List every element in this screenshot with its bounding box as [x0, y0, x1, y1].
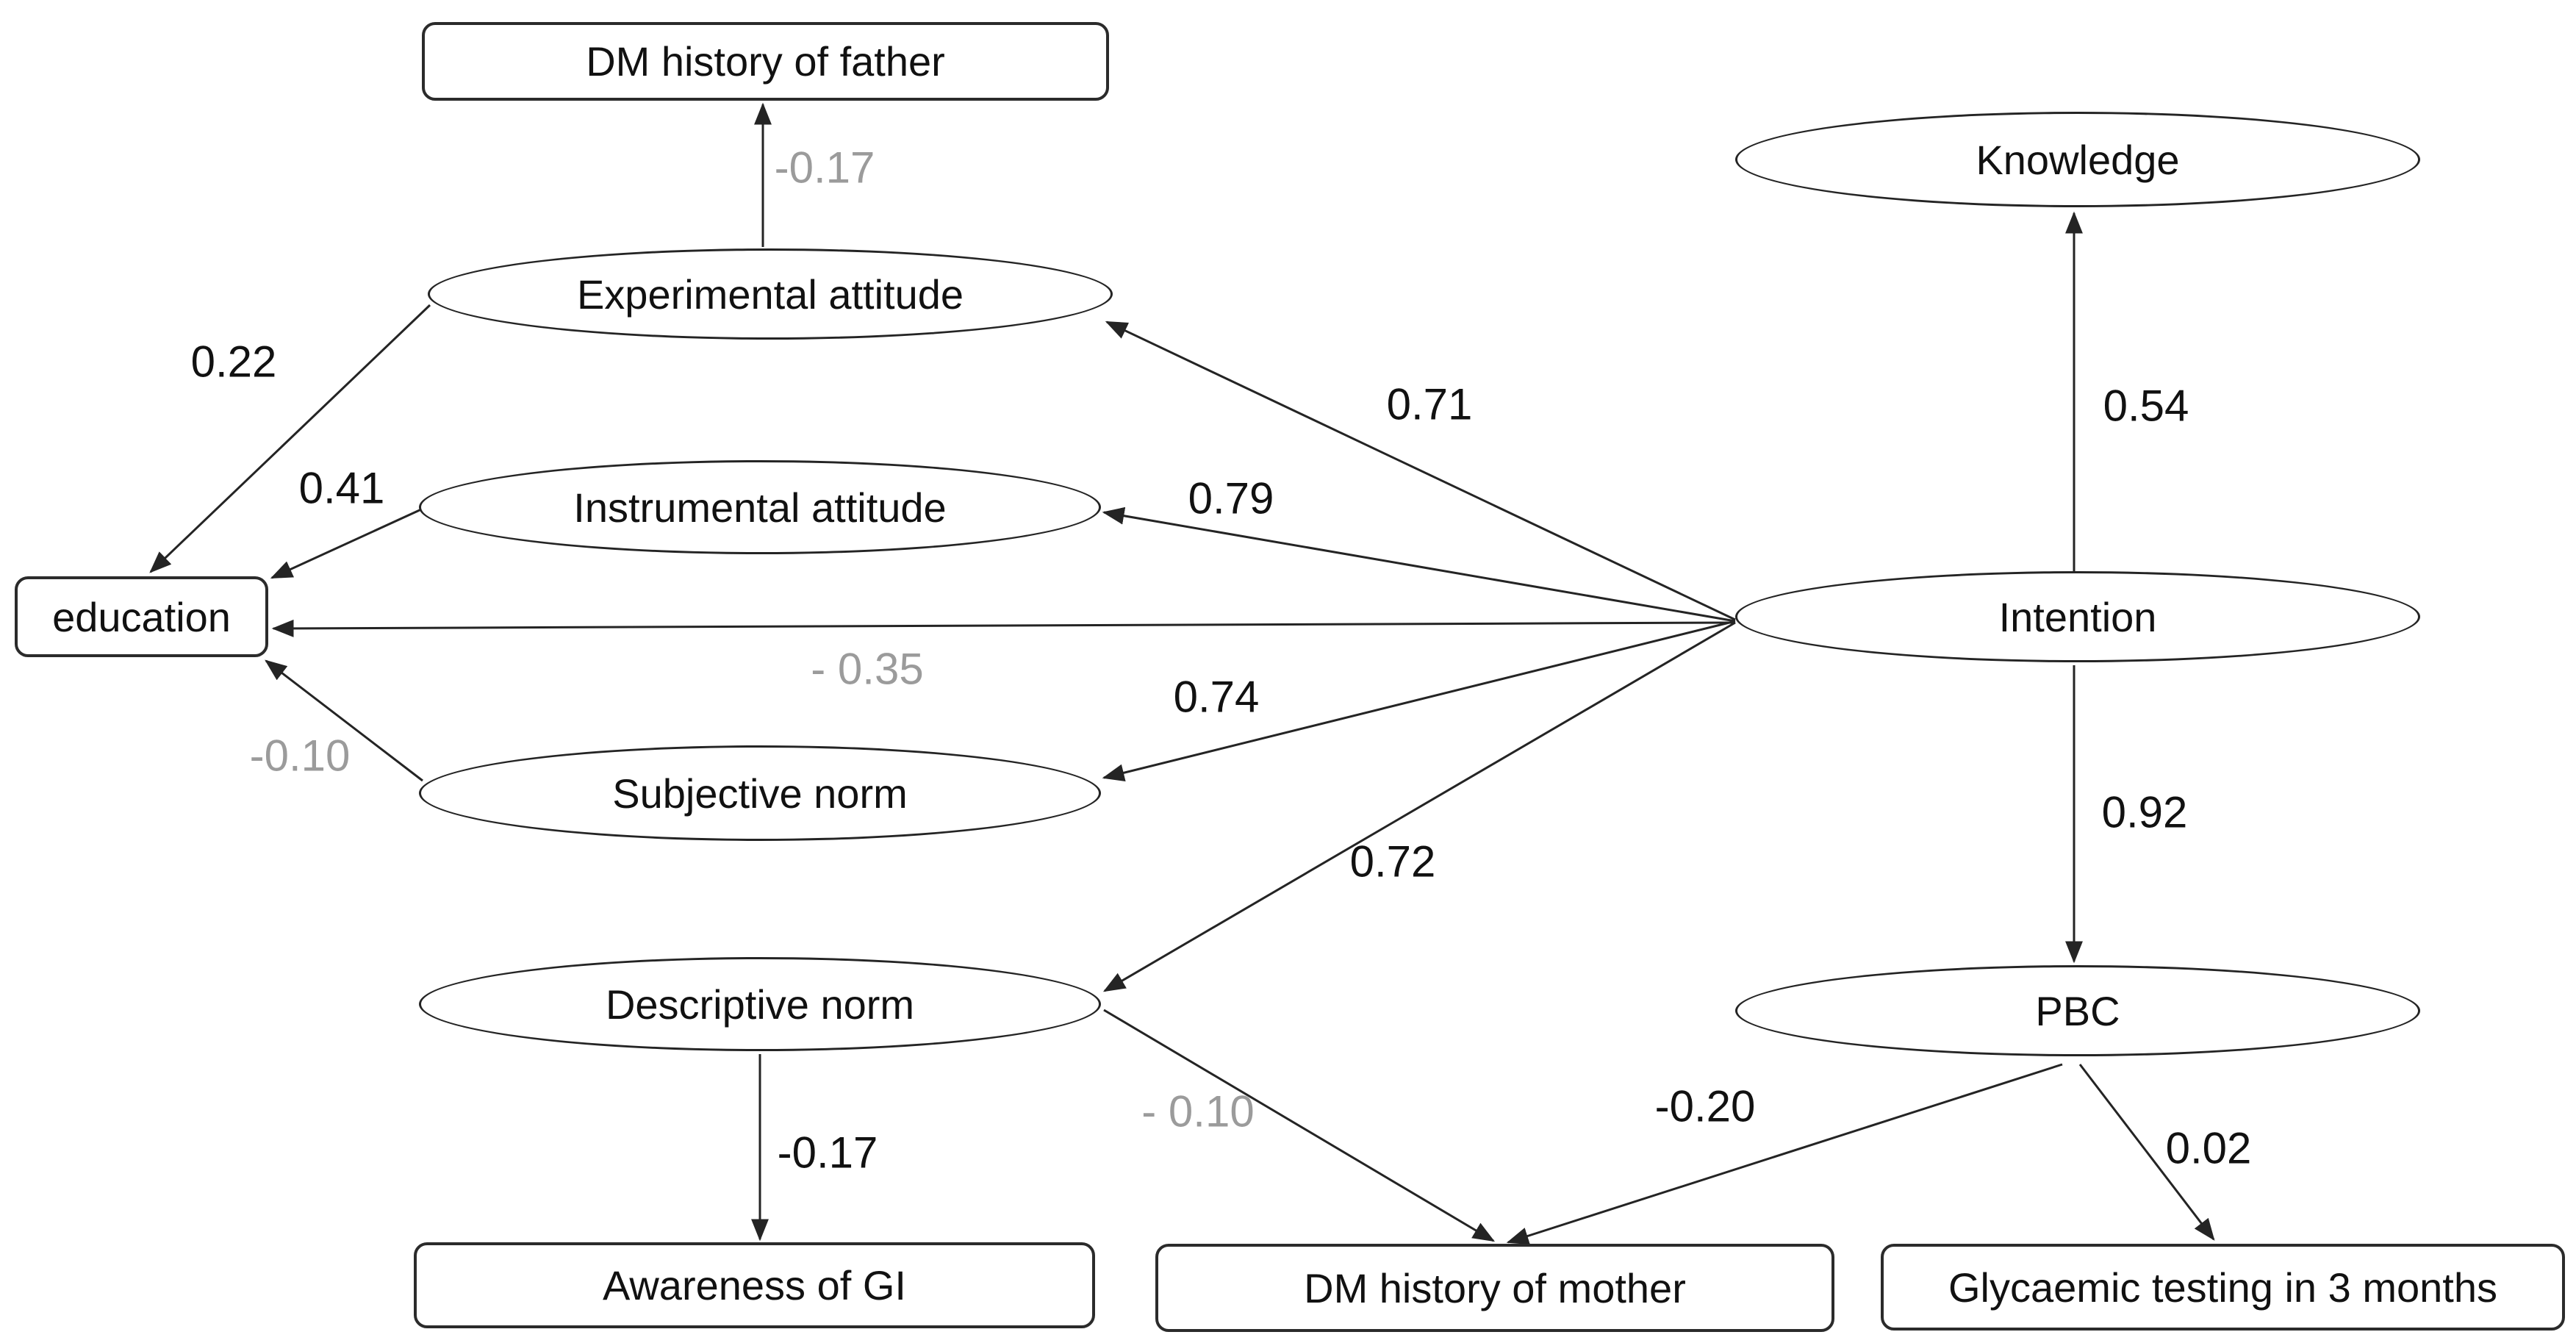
coefficient-label-intention-to-education: - 0.35 [811, 644, 924, 694]
path-arrow-intention-to-desc_norm [1102, 621, 1736, 992]
coefficient-label-inst_att-to-education: 0.41 [298, 463, 385, 513]
path-arrow-intention-to-education [271, 619, 1736, 637]
path-arrow-intention-to-exp_att [1105, 320, 1736, 621]
coefficient-label-desc_norm-to-dm_mother: - 0.10 [1141, 1086, 1255, 1136]
path-arrow-intention-to-inst_att [1102, 506, 1736, 623]
coefficient-label-subj_norm-to-education: -0.10 [249, 731, 351, 781]
node-label: DM history of father [586, 38, 945, 85]
coefficient-label-desc_norm-to-awareness: -0.17 [777, 1128, 878, 1178]
node-label: Knowledge [1976, 136, 2180, 183]
node-label: Glycaemic testing in 3 months [1948, 1264, 2497, 1311]
path-arrow-intention-to-subj_norm [1102, 620, 1736, 782]
coefficient-label-intention-to-subj_norm: 0.74 [1173, 672, 1260, 722]
node-label: Instrumental attitude [573, 484, 947, 531]
node-glycaemic-testing-in-3-months: Glycaemic testing in 3 months [1881, 1244, 2565, 1331]
node-dm-history-of-mother: DM history of mother [1155, 1244, 1834, 1332]
node-pbc: PBC [1735, 965, 2420, 1056]
node-label: DM history of mother [1304, 1264, 1686, 1311]
node-descriptive-norm: Descriptive norm [419, 957, 1101, 1051]
path-arrow-pbc-to-dm_mother [1506, 1063, 2063, 1244]
coefficient-label-exp_att-to-education: 0.22 [190, 337, 277, 387]
coefficient-label-intention-to-desc_norm: 0.72 [1349, 837, 1436, 887]
node-label: Intention [1998, 593, 2157, 640]
node-label: PBC [2035, 987, 2120, 1034]
node-label: Descriptive norm [605, 981, 915, 1028]
path-arrow-pbc-to-glycaemic [2078, 1064, 2215, 1241]
node-awareness-of-gi: Awareness of GI [414, 1242, 1095, 1328]
node-label: education [52, 593, 231, 640]
node-experimental-attitude: Experimental attitude [428, 248, 1113, 340]
path-arrow-exp_att-to-education [149, 304, 431, 573]
node-label: Awareness of GI [603, 1262, 906, 1308]
path-arrow-desc_norm-to-dm_mother [1103, 1009, 1496, 1242]
coefficient-label-exp_att-to-dm_father: -0.17 [774, 143, 875, 193]
node-intention: Intention [1735, 571, 2420, 662]
node-label: Experimental attitude [576, 271, 964, 318]
node-subjective-norm: Subjective norm [419, 745, 1101, 841]
node-education: education [15, 576, 268, 657]
coefficient-label-intention-to-exp_att: 0.71 [1386, 379, 1473, 429]
coefficient-label-intention-to-knowledge: 0.54 [2103, 381, 2189, 431]
path-arrow-subj_norm-to-education [265, 659, 423, 782]
coefficient-label-intention-to-inst_att: 0.79 [1188, 473, 1274, 523]
coefficient-label-pbc-to-dm_mother: -0.20 [1654, 1081, 1756, 1131]
node-dm-history-of-father: DM history of father [422, 22, 1109, 101]
coefficient-label-pbc-to-glycaemic: 0.02 [2165, 1123, 2252, 1173]
path-arrow-inst_att-to-education [270, 504, 430, 579]
node-instrumental-attitude: Instrumental attitude [419, 460, 1101, 554]
coefficient-label-intention-to-pbc: 0.92 [2101, 787, 2188, 837]
node-knowledge: Knowledge [1735, 112, 2420, 207]
node-label: Subjective norm [612, 770, 908, 817]
